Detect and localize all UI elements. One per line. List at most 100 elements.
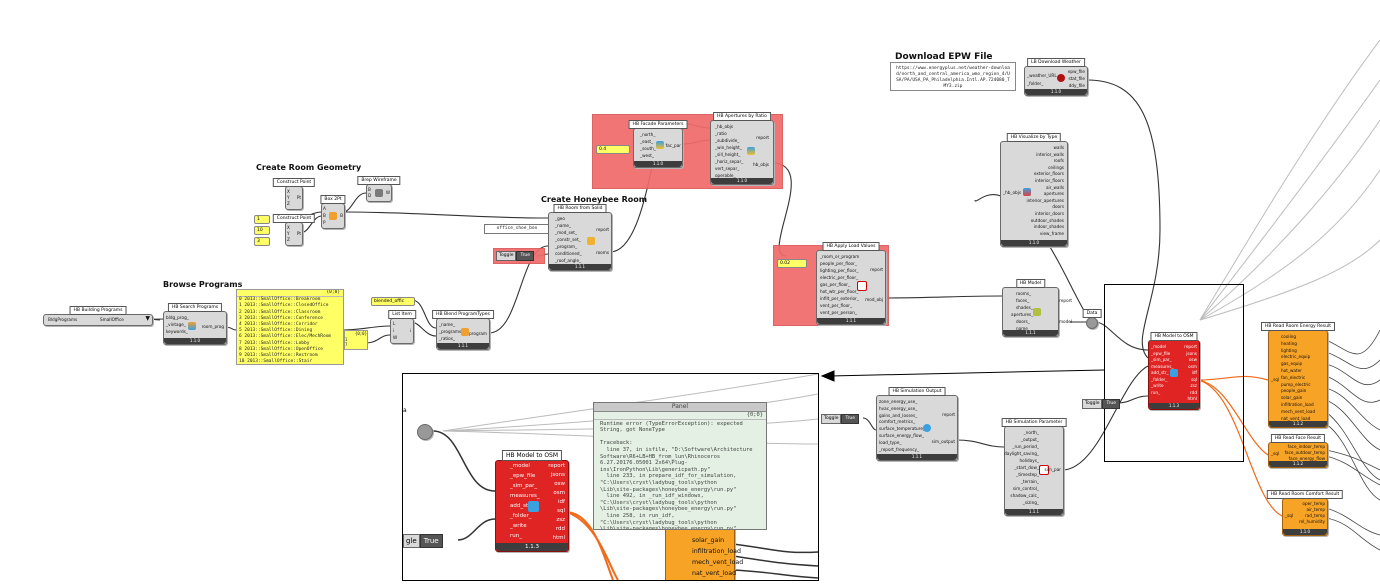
input-port[interactable]: _sim_par_: [1151, 357, 1172, 362]
output-port[interactable]: cooling: [1281, 334, 1297, 339]
output-port[interactable]: electric_equip: [1281, 354, 1311, 360]
input-port[interactable]: _run_period_: [1012, 444, 1039, 449]
input-port[interactable]: _folder_: [510, 513, 532, 519]
simulation-parameter[interactable]: HB Simulation Parameter _north__output__…: [1001, 418, 1067, 516]
model-to-osm[interactable]: HB Model to OSM _model_epw_file_sim_par_…: [1148, 332, 1200, 410]
epw-url-panel[interactable]: https://www.energyplus.net/weather-downl…: [890, 62, 1016, 91]
output-port[interactable]: heating: [1281, 340, 1297, 346]
output-port[interactable]: exterior_floors: [1033, 171, 1064, 177]
output-port[interactable]: indoor_shades: [1033, 224, 1064, 230]
input-port[interactable]: _model: [1151, 344, 1167, 349]
input-port[interactable]: holidays_: [1019, 458, 1039, 463]
brep-wireframe[interactable]: Brep Wireframe B D W: [357, 176, 401, 202]
input-port[interactable]: measures_: [1151, 363, 1174, 369]
load-slider[interactable]: 0.02: [777, 259, 807, 268]
output-port[interactable]: interior_apertures: [1026, 197, 1064, 203]
input-port[interactable]: load_type_: [879, 439, 902, 445]
output-port[interactable]: osw: [1188, 357, 1197, 362]
input-port[interactable]: _sizing_: [1022, 500, 1039, 505]
output-port[interactable]: ceilings: [1048, 164, 1064, 170]
input-port[interactable]: _epw_file: [1151, 350, 1171, 356]
input-port[interactable]: _report_frequency_: [879, 446, 920, 452]
blend-program-types[interactable]: HB Blend ProgramTypes _name_ _programs _…: [432, 310, 494, 350]
input-port[interactable]: run_: [510, 533, 522, 539]
output-port[interactable]: osm: [553, 490, 565, 496]
error-panel[interactable]: Panel {0;0} Runtime error (TypeErrorExce…: [593, 402, 767, 530]
number-panel-3[interactable]: 3: [254, 237, 270, 246]
number-panel-1[interactable]: 1: [254, 215, 270, 224]
output-port[interactable]: sql: [1190, 376, 1197, 382]
output-port[interactable]: nat_vent_load: [1281, 415, 1311, 421]
input-port[interactable]: run_: [1151, 389, 1161, 395]
input-port[interactable]: _output_: [1021, 437, 1039, 442]
number-panel-2[interactable]: 10: [254, 226, 270, 235]
input-port[interactable]: _north_: [1023, 430, 1039, 435]
input-port[interactable]: surface_energy_flow_: [879, 433, 924, 438]
output-port[interactable]: idf: [558, 499, 565, 505]
output-port[interactable]: zsz: [1190, 383, 1197, 388]
input-port[interactable]: gains_and_losses_: [879, 412, 918, 418]
input-port[interactable]: measures_: [510, 493, 540, 499]
input-port[interactable]: shadow_calc_: [1010, 493, 1039, 498]
input-port[interactable]: surface_temperature_: [879, 426, 925, 432]
construct-point-1[interactable]: Construct Point X Y Z Pt: [272, 178, 316, 210]
input-port[interactable]: _epw_file: [510, 473, 536, 479]
output-port[interactable]: osm: [1188, 363, 1197, 369]
input-port[interactable]: hvac_energy_use_: [879, 405, 918, 411]
output-port[interactable]: outdoor_shades: [1030, 217, 1064, 223]
input-port[interactable]: _model: [510, 463, 530, 469]
blended-name-panel[interactable]: blended_offic: [371, 297, 415, 306]
building-programs[interactable]: HB Building Programs BldgPrograms SmallO…: [43, 306, 153, 326]
input-port[interactable]: _write: [1151, 383, 1164, 388]
input-port[interactable]: _timestep_: [1016, 472, 1039, 477]
output-port[interactable]: idf: [1191, 370, 1197, 375]
output-port[interactable]: apertures: [1043, 191, 1064, 197]
output-port[interactable]: interior_walls: [1036, 151, 1064, 157]
input-port[interactable]: _folder_: [1151, 376, 1168, 382]
output-port[interactable]: jsons: [1186, 350, 1197, 356]
output-port[interactable]: rdd: [555, 526, 565, 532]
output-port[interactable]: lighting: [1281, 347, 1297, 353]
output-port[interactable]: html: [552, 535, 565, 541]
output-port[interactable]: rdd: [1190, 389, 1197, 395]
input-port[interactable]: _start_dow_: [1014, 465, 1039, 470]
output-port[interactable]: view_frame: [1039, 230, 1064, 236]
output-port[interactable]: air_walls: [1045, 184, 1064, 190]
input-port[interactable]: daylight_saving_: [1004, 451, 1039, 456]
apertures-by-ratio[interactable]: HB Apertures by Ratio _hb_objs _ratio _s…: [710, 112, 774, 185]
output-port[interactable]: osw: [554, 481, 565, 487]
room-name-panel[interactable]: office_shoe_box: [484, 224, 550, 234]
input-port[interactable]: add_str_: [510, 503, 534, 509]
apply-load-values[interactable]: HB Apply Load Values _room_or_program pe…: [816, 242, 886, 325]
hb-model[interactable]: HB Model rooms_ faces_ shades_ apertures…: [1002, 279, 1072, 337]
output-port[interactable]: interior_floors: [1035, 178, 1064, 183]
input-port[interactable]: _sim_par_: [510, 483, 538, 489]
zoom-data-param[interactable]: [417, 424, 433, 440]
simulation-output[interactable]: HB Simulation Output zone_energy_use_hva…: [876, 387, 958, 461]
output-port[interactable]: zsz: [556, 517, 565, 523]
list-item[interactable]: List Item L i W i: [388, 310, 416, 344]
read-room-comfort-result[interactable]: HB Read Room Comfort Result _sql oper_te…: [1266, 490, 1344, 536]
read-face-result[interactable]: HB Read Face Result _sql face_indoor_tem…: [1268, 434, 1328, 468]
output-port[interactable]: pump_electric: [1281, 381, 1311, 387]
output-port[interactable]: doors: [1052, 204, 1064, 210]
input-port[interactable]: _write: [510, 523, 527, 529]
input-port[interactable]: add_str_: [1151, 370, 1169, 375]
output-port[interactable]: walls: [1053, 145, 1065, 150]
output-port[interactable]: infiltration_load: [1281, 402, 1314, 407]
index-panel[interactable]: {0;0} 1 7: [344, 330, 368, 350]
box-2pt[interactable]: Box 2Pt A B P B: [320, 195, 346, 229]
output-port[interactable]: html: [1187, 396, 1197, 401]
output-port[interactable]: mech_vent_load: [1281, 408, 1316, 414]
facade-parameters[interactable]: HB Facade Parameters _north_ _east_ _sou…: [628, 120, 688, 168]
output-port[interactable]: report: [548, 463, 565, 469]
output-port[interactable]: jsons: [550, 472, 565, 478]
input-port[interactable]: comfort_metrics_: [879, 419, 916, 425]
dropdown-arrow-icon[interactable]: ▼: [145, 315, 150, 322]
zoom-energy-result[interactable]: solar_gain infiltration_load mech_vent_l…: [665, 528, 743, 580]
